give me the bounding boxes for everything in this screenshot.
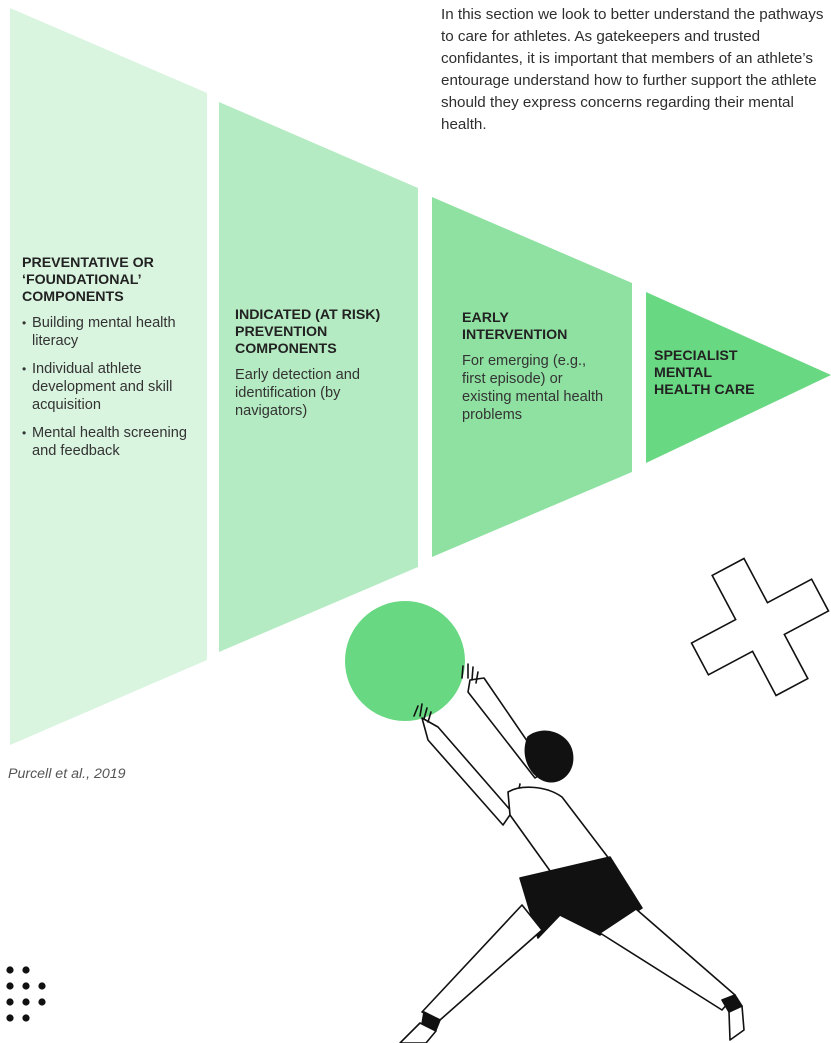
stage-description: For emerging (e.g., first episode) or ex… (462, 353, 604, 423)
stage-specialist: SPECIALIST MENTAL HEALTH CARE (654, 348, 764, 407)
stage-early-intervention: EARLY INTERVENTION For emerging (e.g., f… (462, 310, 612, 424)
stage-4-panel (646, 292, 831, 463)
citation: Purcell et al., 2019 (8, 766, 126, 782)
dot-grid-decoration (6, 966, 46, 1022)
stage-bullet-list: Building mental health literacy Individu… (22, 314, 202, 460)
list-item: Mental health screening and feedback (22, 424, 202, 460)
stage-indicated: INDICATED (AT RISK) PREVENTION COMPONENT… (235, 307, 405, 420)
stage-heading: EARLY INTERVENTION (462, 310, 568, 343)
stage-heading: PREVENTATIVE OR ‘FOUNDATIONAL’ COMPONENT… (22, 255, 154, 305)
exercise-ball (345, 601, 465, 721)
stage-3-panel (432, 197, 632, 557)
list-item: Building mental health literacy (22, 314, 202, 350)
stage-preventative: PREVENTATIVE OR ‘FOUNDATIONAL’ COMPONENT… (22, 255, 202, 470)
stage-heading: SPECIALIST MENTAL HEALTH CARE (654, 348, 755, 398)
stage-2-panel (219, 102, 418, 652)
athlete-illustration (399, 663, 745, 1043)
list-item: Individual athlete development and skill… (22, 360, 202, 414)
stage-description: Early detection and identification (by n… (235, 367, 360, 419)
intro-paragraph: In this section we look to better unders… (441, 6, 824, 133)
cross-icon (690, 557, 830, 697)
stage-heading: INDICATED (AT RISK) PREVENTION COMPONENT… (235, 307, 381, 357)
